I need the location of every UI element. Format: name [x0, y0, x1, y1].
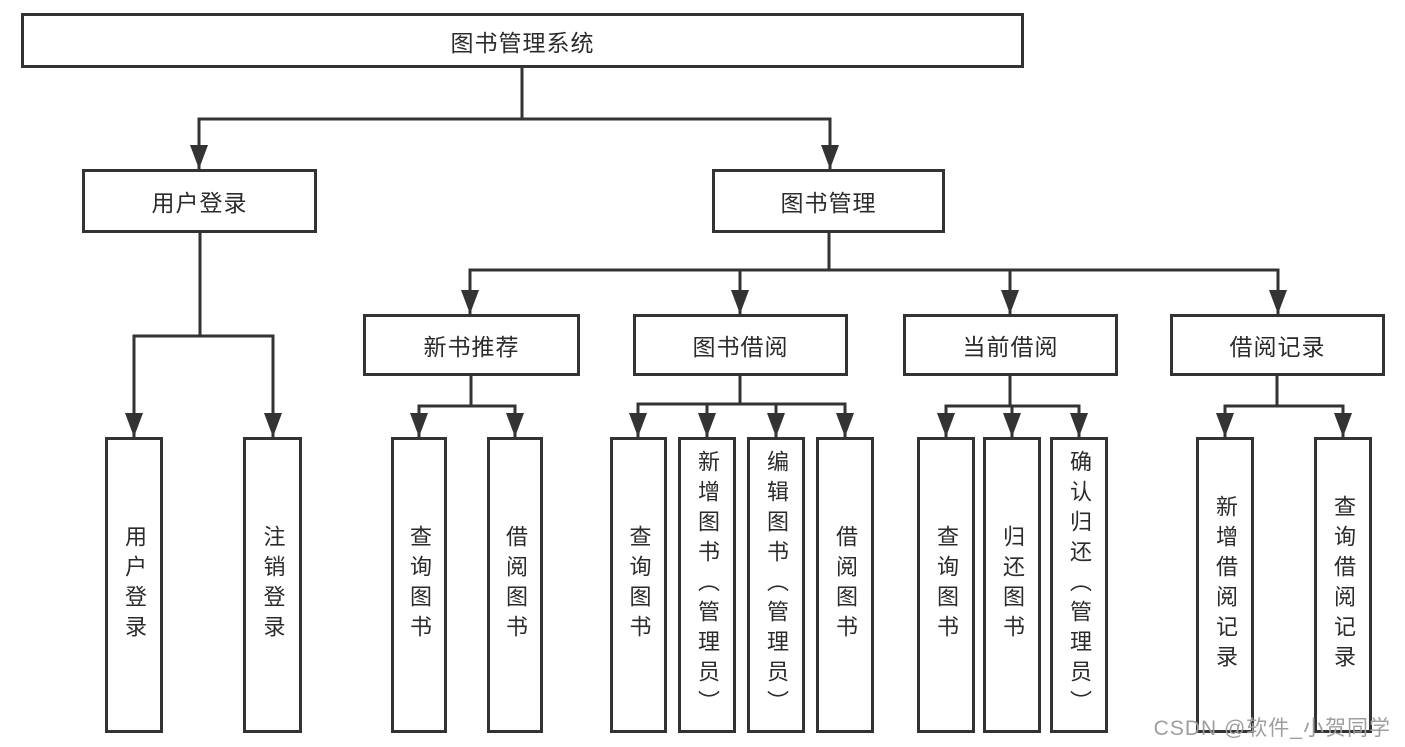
- leaf-borrow-books-label: 借阅图书: [833, 525, 858, 645]
- leaf-recommend-query-books-label: 查询图书: [407, 525, 432, 645]
- node-book-management-label: 图书管理: [780, 190, 877, 216]
- node-borrow-records-label: 借阅记录: [1229, 334, 1326, 360]
- leaf-query-borrow-record-label: 查询借阅记录: [1331, 495, 1356, 675]
- leaf-recommend-borrow-books-label: 借阅图书: [503, 525, 528, 645]
- node-book-borrow-label: 图书借阅: [692, 334, 789, 360]
- leaf-query-borrow-record: 查询借阅记录: [1314, 437, 1372, 733]
- leaf-add-books-admin: 新增图书（管理员）: [678, 437, 736, 733]
- leaf-confirm-return-admin-label: 确认归还（管理员）: [1067, 450, 1092, 720]
- node-user-login-label: 用户登录: [151, 190, 248, 216]
- node-new-book-recommend: 新书推荐: [363, 314, 580, 376]
- leaf-edit-books-admin-label: 编辑图书（管理员）: [764, 450, 789, 720]
- csdn-watermark: CSDN @软件_小贺同学: [1153, 717, 1391, 740]
- leaf-logout: 注销登录: [243, 437, 302, 733]
- leaf-add-borrow-record-label: 新增借阅记录: [1213, 495, 1238, 675]
- leaf-current-query-books-label: 查询图书: [934, 525, 959, 645]
- leaf-recommend-query-books: 查询图书: [391, 437, 447, 733]
- node-book-borrow: 图书借阅: [633, 314, 848, 376]
- leaf-return-books: 归还图书: [983, 437, 1041, 733]
- leaf-current-query-books: 查询图书: [917, 437, 975, 733]
- leaf-add-borrow-record: 新增借阅记录: [1196, 437, 1254, 733]
- leaf-user-login-label: 用户登录: [122, 525, 147, 645]
- node-root-label: 图书管理系统: [450, 29, 595, 56]
- leaf-recommend-borrow-books: 借阅图书: [487, 437, 543, 733]
- leaf-return-books-label: 归还图书: [1000, 525, 1025, 645]
- leaf-confirm-return-admin: 确认归还（管理员）: [1050, 437, 1108, 733]
- leaf-add-books-admin-label: 新增图书（管理员）: [695, 450, 720, 720]
- node-current-borrow-label: 当前借阅: [962, 334, 1059, 360]
- node-new-book-recommend-label: 新书推荐: [423, 334, 520, 360]
- node-book-management: 图书管理: [712, 169, 945, 233]
- leaf-user-login: 用户登录: [105, 437, 163, 733]
- connector-segments: [132, 67, 1345, 437]
- leaf-borrow-query-books: 查询图书: [610, 437, 667, 733]
- node-root: 图书管理系统: [21, 13, 1024, 68]
- leaf-borrow-query-books-label: 查询图书: [626, 525, 652, 645]
- leaf-logout-label: 注销登录: [260, 525, 286, 645]
- leaf-borrow-books: 借阅图书: [816, 437, 874, 733]
- leaf-edit-books-admin: 编辑图书（管理员）: [747, 437, 805, 733]
- node-borrow-records: 借阅记录: [1170, 314, 1385, 376]
- node-current-borrow: 当前借阅: [903, 314, 1118, 376]
- node-user-login: 用户登录: [82, 169, 317, 233]
